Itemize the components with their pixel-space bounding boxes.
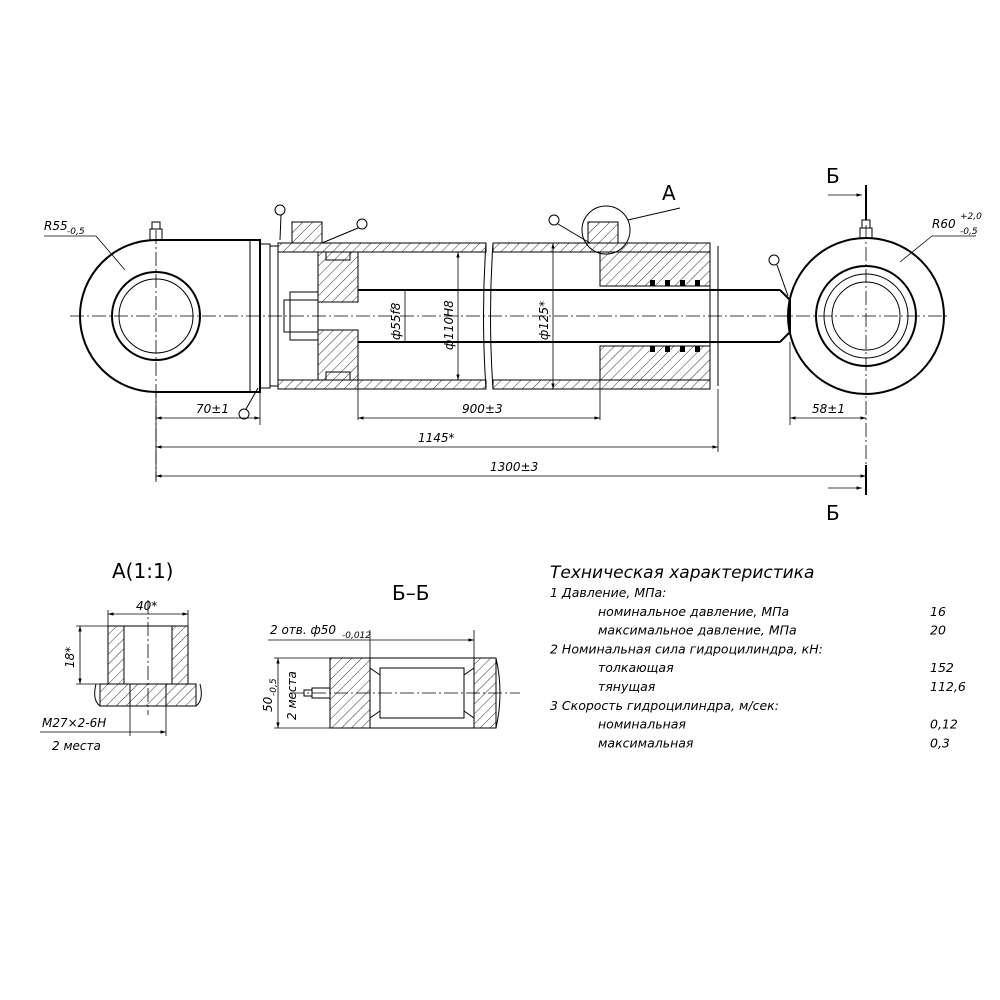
- spec-row-label: толкающая: [598, 660, 674, 675]
- left-rod-eye: [79, 221, 279, 393]
- spec-row-label: номинальная: [598, 717, 686, 732]
- spec-row-value: 112,6: [930, 679, 966, 694]
- spec-row-value: 16: [930, 604, 946, 619]
- spec-row-label: 1 Давление, МПа:: [550, 585, 666, 600]
- section-bb-title: Б–Б: [392, 581, 429, 605]
- section-bb-holes-tolerance: -0,012: [342, 631, 371, 641]
- spec-rows: 1 Давление, МПа: номинальное давление, МП…: [550, 585, 966, 750]
- section-bb-dim-50-tolerance: -0,5: [269, 678, 279, 696]
- r60-label: R60: [932, 217, 956, 231]
- view-a-label: А: [662, 181, 676, 205]
- spec-row-value: 152: [930, 660, 954, 675]
- detail-a: А(1:1) 40* 18* M27×2-6H 2 места: [40, 559, 202, 753]
- right-rod-eye: [787, 219, 945, 395]
- r55-label: R55: [44, 219, 68, 233]
- detail-a-thread: M27×2-6H: [42, 716, 106, 730]
- section-bb-quantity: 2 места: [285, 671, 299, 720]
- diameter-125-label: ф125*: [537, 301, 551, 340]
- diameter-55-label: ф55f8: [389, 302, 403, 340]
- piston-rod: [358, 289, 791, 343]
- section-bb-holes-label: 2 отв. ф50: [270, 623, 336, 637]
- dim-900-label: 900±3: [462, 402, 503, 416]
- piston: [283, 251, 359, 381]
- detail-a-quantity: 2 места: [52, 739, 101, 753]
- spec-row-value: 0,3: [930, 735, 950, 750]
- dim-1300-label: 1300±3: [490, 460, 538, 474]
- spec-row-label: тянущая: [598, 679, 656, 694]
- r60-tolerance-down: -0,5: [960, 227, 978, 237]
- dim-58-label: 58±1: [812, 402, 845, 416]
- section-bb-dim-50: 50: [261, 696, 275, 712]
- spec-row-value: 0,12: [930, 717, 958, 732]
- view-a-circle: [581, 205, 631, 255]
- diameter-110-label: ф110H8: [442, 300, 456, 350]
- dim-1145-label: 1145*: [418, 431, 455, 445]
- detail-a-title: А(1:1): [112, 559, 173, 583]
- r55-tolerance: -0,5: [67, 227, 85, 237]
- r60-tolerance-up: +2,0: [960, 212, 982, 222]
- main-view: Б Б А R55 -0,5 R60 +2,0 -0,5 ф55f8 ф110H…: [44, 164, 982, 525]
- section-b-label-top: Б: [826, 164, 840, 188]
- gland: [599, 251, 711, 381]
- dim-70-label: 70±1: [196, 402, 229, 416]
- spec-row-label: максимальное давление, МПа: [598, 623, 797, 638]
- spec-row-label: 3 Скорость гидроцилиндра, м/сек:: [550, 698, 779, 713]
- spec-row-label: максимальная: [598, 735, 694, 750]
- technical-specification: Техническая характеристика 1 Давление, М…: [550, 563, 966, 750]
- spec-row-label: номинальное давление, МПа: [598, 604, 789, 619]
- spec-row-label: 2 Номинальная сила гидроцилиндра, кН:: [550, 641, 823, 656]
- detail-a-dim-18: 18*: [63, 647, 77, 668]
- spec-title: Техническая характеристика: [550, 563, 814, 583]
- section-b-label-bottom: Б: [826, 501, 840, 525]
- detail-a-dim-40: 40*: [136, 599, 157, 613]
- section-bb: Б–Б 2 отв. ф50 -0,012 50 -0,5 2 места: [261, 581, 520, 729]
- cylinder-tube: [277, 221, 719, 390]
- spec-row-value: 20: [930, 623, 946, 638]
